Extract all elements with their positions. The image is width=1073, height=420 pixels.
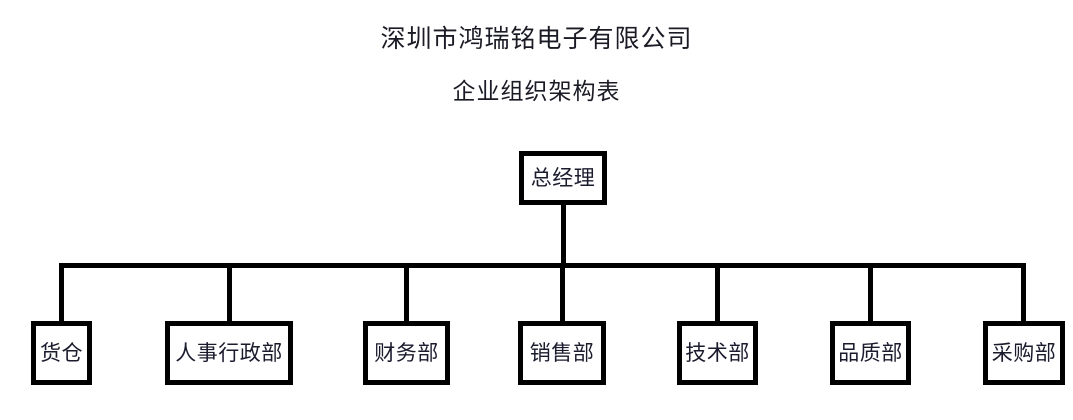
connector-drop-quality — [867, 263, 873, 321]
connector-horizontal-bus — [59, 263, 1025, 268]
node-label: 销售部 — [529, 340, 595, 365]
node-purchasing[interactable]: 采购部 — [983, 321, 1065, 385]
connector-drop-finance — [403, 263, 409, 321]
connector-drop-sales — [559, 263, 565, 321]
node-sales[interactable]: 销售部 — [518, 321, 606, 385]
node-label: 采购部 — [991, 340, 1057, 365]
node-warehouse[interactable]: 货仓 — [31, 321, 92, 385]
node-label: 技术部 — [685, 340, 750, 365]
node-hr-admin[interactable]: 人事行政部 — [165, 321, 293, 385]
node-label: 人事行政部 — [175, 340, 283, 365]
page-title: 深圳市鸿瑞铭电子有限公司 — [380, 24, 693, 53]
connector-root-stem — [560, 205, 566, 268]
chart-header: 深圳市鸿瑞铭电子有限公司 企业组织架构表 — [0, 22, 1073, 108]
node-label: 财务部 — [374, 340, 439, 365]
node-quality[interactable]: 品质部 — [830, 321, 911, 385]
connector-drop-warehouse — [58, 263, 64, 321]
connector-drop-hr-admin — [226, 263, 232, 321]
node-label: 品质部 — [838, 340, 903, 365]
connector-drop-purchasing — [1020, 263, 1026, 321]
node-label: 总经理 — [530, 165, 596, 190]
node-general-manager[interactable]: 总经理 — [519, 151, 607, 205]
chart-subtitle: 企业组织架构表 — [452, 79, 621, 105]
node-label: 货仓 — [40, 340, 83, 365]
connector-drop-technical — [714, 263, 720, 321]
node-finance[interactable]: 财务部 — [363, 321, 450, 385]
node-technical[interactable]: 技术部 — [677, 321, 758, 385]
